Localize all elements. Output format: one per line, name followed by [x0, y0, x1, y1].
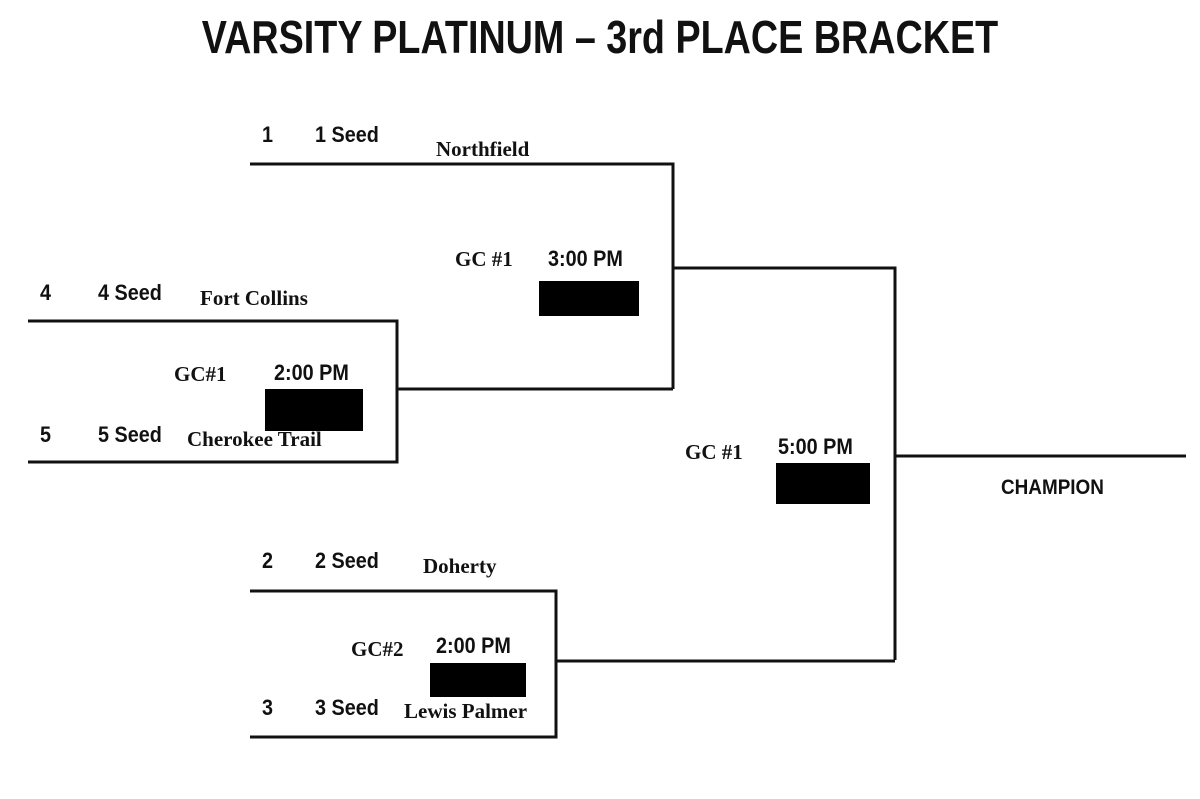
game-semi-court: GC #1	[455, 247, 513, 271]
game-4v5-time: 2:00 PM	[274, 360, 349, 385]
bracket-line-game-4v5	[28, 319, 399, 464]
slot-5-team: Cherokee Trail	[187, 427, 322, 451]
slot-1-team: Northfield	[436, 137, 530, 161]
slot-5-number: 5	[40, 422, 52, 447]
slot-3-seed: 3 Seed	[315, 695, 379, 720]
game-4v5-court: GC#1	[174, 362, 227, 386]
game-4v5-score-box	[265, 389, 363, 431]
game-semi-score-box	[539, 281, 639, 316]
game-final-time: 5:00 PM	[778, 434, 853, 459]
champion-label: CHAMPION	[1001, 476, 1104, 499]
slot-4-seed: 4 Seed	[98, 280, 162, 305]
game-2v3-time: 2:00 PM	[436, 633, 511, 658]
game-final-court: GC #1	[685, 440, 743, 464]
page-title: VARSITY PLATINUM – 3rd PLACE BRACKET	[201, 11, 999, 63]
bracket-line-game-2v3	[250, 589, 558, 739]
slot-4-number: 4	[40, 280, 52, 305]
slot-2-seed: 2 Seed	[315, 548, 379, 573]
slot-1-seed: 1 Seed	[315, 122, 379, 147]
game-2v3-score-box	[430, 663, 526, 697]
slot-5-seed: 5 Seed	[98, 422, 162, 447]
slot-3-team: Lewis Palmer	[404, 699, 528, 723]
bracket-line-semi	[250, 162, 675, 389]
bracket-line-semi-out	[673, 266, 897, 660]
game-2v3-court: GC#2	[351, 637, 404, 661]
slot-3-number: 3	[262, 695, 274, 720]
slot-2-number: 2	[262, 548, 274, 573]
game-semi-time: 3:00 PM	[548, 246, 623, 271]
slot-4-team: Fort Collins	[200, 286, 308, 310]
slot-2-team: Doherty	[423, 554, 497, 578]
slot-1-number: 1	[262, 122, 274, 147]
game-final-score-box	[776, 463, 870, 504]
